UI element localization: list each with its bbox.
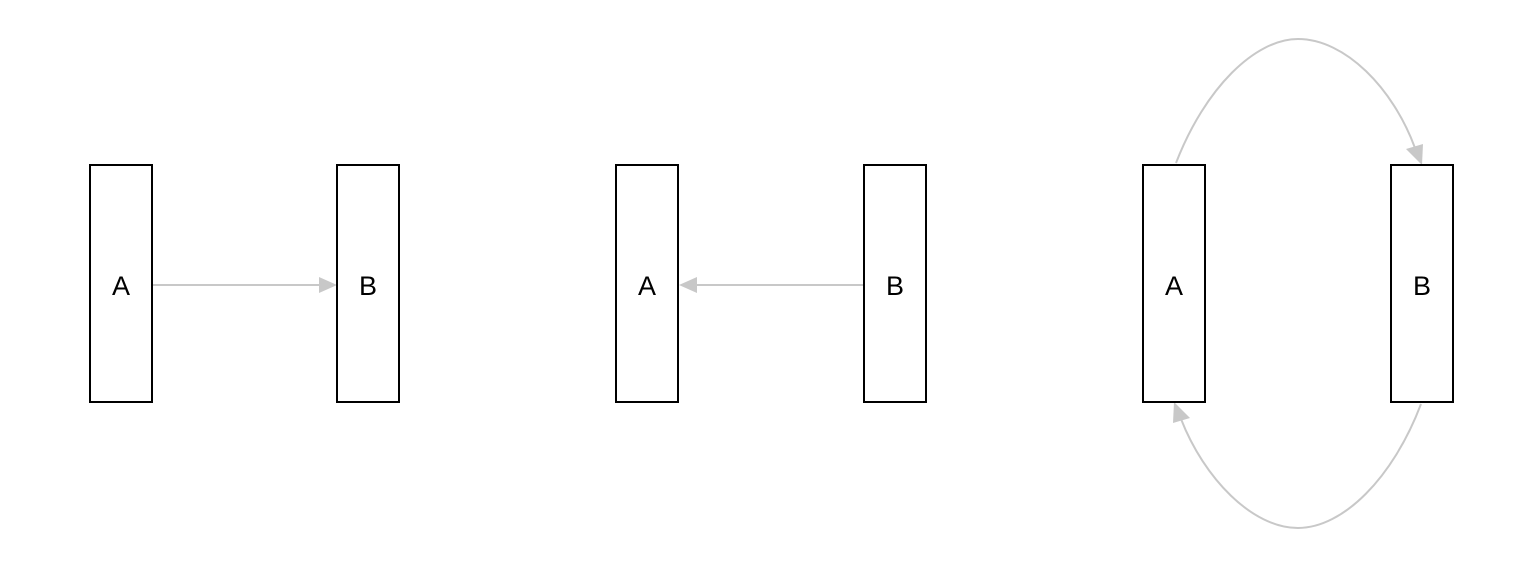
node-label: B (359, 271, 377, 301)
panel-1-node-a: A (89, 164, 153, 403)
panel-1: A B (89, 164, 400, 403)
node-label: A (1165, 271, 1183, 301)
node-label: A (112, 271, 130, 301)
panel-1-edge-a-to-b (153, 277, 337, 293)
arrowhead-icon (1406, 144, 1423, 165)
node-box (863, 164, 927, 403)
edge-arc (1175, 37, 1416, 164)
node-label: B (886, 271, 904, 301)
arrowhead-icon (679, 277, 697, 293)
panel-3-node-b: B (1390, 164, 1454, 403)
node-box (89, 164, 153, 403)
node-box (336, 164, 400, 403)
arrowhead-icon (319, 277, 337, 293)
node-label: A (638, 271, 656, 301)
panel-3-edge-a-to-b (1175, 37, 1423, 165)
edge-arc (1180, 403, 1422, 530)
panel-3-edge-b-to-a (1173, 402, 1422, 530)
node-box (615, 164, 679, 403)
panel-3: A B (1142, 37, 1454, 530)
node-box (1390, 164, 1454, 403)
panel-1-node-b: B (336, 164, 400, 403)
panel-2-node-a: A (615, 164, 679, 403)
node-box (1142, 164, 1206, 403)
panel-3-node-a: A (1142, 164, 1206, 403)
node-label: B (1413, 271, 1431, 301)
panel-2: A B (615, 164, 927, 403)
panel-2-edge-b-to-a (679, 277, 863, 293)
arrowhead-icon (1173, 402, 1190, 423)
panel-2-node-b: B (863, 164, 927, 403)
